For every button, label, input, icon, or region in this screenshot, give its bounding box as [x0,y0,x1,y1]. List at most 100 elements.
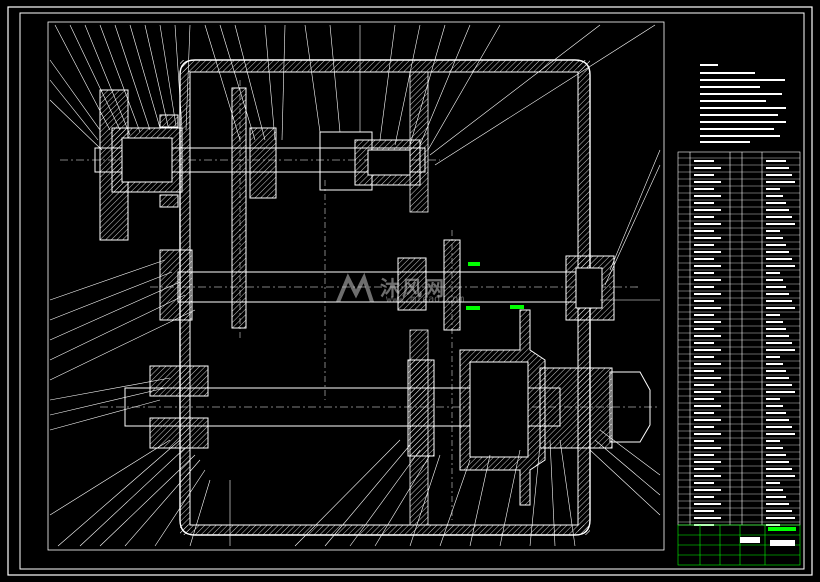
parts-list-entry [694,461,721,463]
parts-list-material [766,286,786,288]
parts-list-material [766,489,783,491]
technical-notes [700,64,786,143]
parts-list-entry [694,412,714,414]
parts-list-entry [694,160,714,162]
parts-list-entry [694,433,721,435]
parts-list-entry [694,419,721,421]
parts-list-entry [694,489,721,491]
parts-list-material [766,384,792,386]
outer-frame [7,6,813,576]
parts-list-entry [694,195,721,197]
center-lines [239,80,453,520]
parts-list-entry [694,328,714,330]
parts-list-entry [694,440,714,442]
parts-list-material [766,517,795,519]
parts-list-material [766,272,780,274]
parts-list-material [766,279,783,281]
parts-list-entry [694,300,714,302]
parts-list-material [766,314,780,316]
parts-list-entry [694,335,721,337]
parts-list-entry [694,503,721,505]
parts-list-entry [694,265,721,267]
parts-list-entry [694,482,714,484]
parts-list-entry [694,286,714,288]
parts-list-material [766,244,786,246]
parts-list-material [766,258,792,260]
parts-list-material [766,223,795,225]
parts-list-material [766,328,786,330]
output-shaft [100,309,660,506]
parts-list-entry [694,370,714,372]
parts-list-material [766,426,792,428]
parts-list-entry [694,321,721,323]
parts-list-material [766,181,795,183]
parts-list-entry [694,167,721,169]
parts-list-material [766,230,780,232]
parts-list-entry [694,223,721,225]
parts-list-material [766,195,783,197]
parts-list-material [766,349,795,351]
parts-list-material [766,202,786,204]
parts-list-entry [694,405,721,407]
parts-list-material [766,419,789,421]
parts-list-entry [694,202,714,204]
parts-list-entry [694,356,714,358]
parts-list-material [766,496,786,498]
parts-list-entry [694,391,721,393]
parts-list-material [766,237,783,239]
parts-list-entry [694,244,714,246]
parts-list-material [766,209,789,211]
parts-list-entry [694,342,714,344]
input-shaft [60,87,440,329]
parts-list-entry [694,188,714,190]
parts-list-material [766,475,795,477]
leader-lines-left [49,24,321,547]
parts-list-entry [694,447,721,449]
parts-list-entry [694,307,721,309]
parts-list-entry [694,496,714,498]
parts-list-entry [694,216,714,218]
title-block [677,524,801,566]
parts-list-entry [694,426,714,428]
parts-list-material [766,482,780,484]
parts-list-material [766,300,792,302]
parts-list-entry [694,517,721,519]
parts-list-material [766,377,789,379]
parts-list-material [766,398,780,400]
parts-list-material [766,461,789,463]
parts-list-material [766,335,789,337]
green-markers [466,262,524,310]
parts-list-entry [694,398,714,400]
parts-list-material [766,363,783,365]
parts-list-material [766,510,792,512]
parts-list-entry [694,272,714,274]
parts-list-material [766,321,783,323]
parts-list-entry [694,349,721,351]
parts-list-material [766,468,792,470]
parts-list-entry [694,293,721,295]
parts-list-entry [694,454,714,456]
parts-list-material [766,433,795,435]
parts-list-material [766,167,789,169]
parts-list-material [766,251,789,253]
parts-list-entry [694,174,714,176]
parts-list-entry [694,181,721,183]
parts-list-material [766,370,786,372]
parts-list-material [766,293,789,295]
parts-list-entry [694,377,721,379]
parts-list-entry [694,468,714,470]
parts-list-entry [694,510,714,512]
parts-list-material [766,447,783,449]
parts-list-material [766,454,786,456]
parts-list-material [766,391,795,393]
parts-list-rows [678,157,800,526]
parts-list-material [766,440,780,442]
parts-list-material [766,356,780,358]
parts-list-entry [694,314,714,316]
parts-list-entry [694,209,721,211]
parts-list-entry [694,363,721,365]
parts-list-material [766,342,792,344]
parts-list-material [766,160,786,162]
parts-list-material [766,307,795,309]
